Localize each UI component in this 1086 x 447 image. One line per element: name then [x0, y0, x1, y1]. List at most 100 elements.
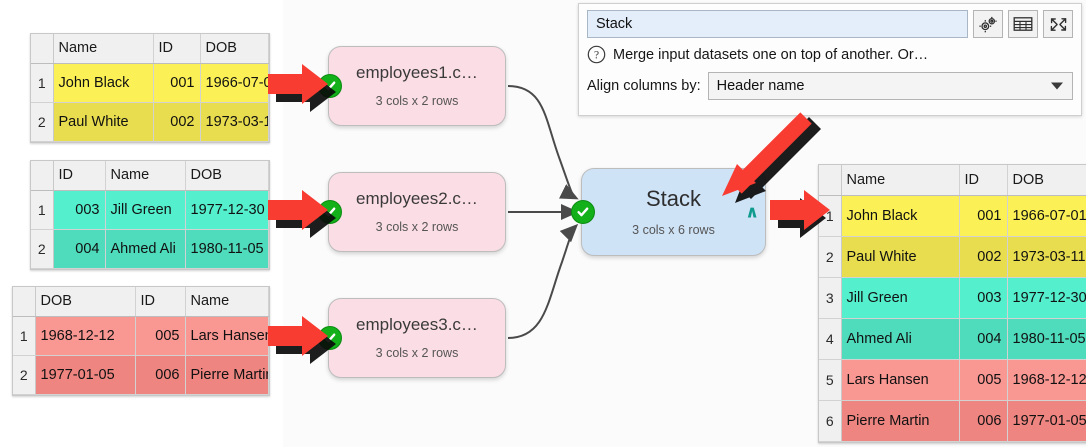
column-header[interactable]: Name [53, 34, 154, 64]
node-stack[interactable]: Stack 3 cols x 6 rows ∧ [571, 168, 766, 256]
cell-id[interactable]: 001 [153, 63, 201, 103]
node-employees3[interactable]: employees3.c… 3 cols x 2 rows [318, 298, 506, 378]
cell-dob[interactable]: 1977-01-05 [35, 355, 136, 395]
cell-name[interactable]: John Black [841, 195, 960, 237]
column-header[interactable]: Name [841, 165, 960, 196]
table-row[interactable]: 1 1968-12-12 005 Lars Hansen [13, 316, 269, 356]
node-title: employees2.c… [356, 189, 478, 209]
column-header[interactable]: DOB [185, 161, 269, 191]
panel-name-row: Stack [587, 10, 1073, 38]
row-number: 1 [31, 63, 54, 103]
table-header-row: Name ID DOB [819, 165, 1086, 196]
table-header-row: Name ID DOB [31, 34, 269, 64]
table-row[interactable]: 4 Ahmed Ali 004 1980-11-05 [819, 318, 1086, 360]
cell-dob[interactable]: 1980-11-05 [1007, 318, 1086, 360]
table-row[interactable]: 2 1977-01-05 006 Pierre Martin [13, 355, 269, 395]
row-number: 1 [819, 195, 842, 237]
row-number: 2 [819, 236, 842, 278]
cell-name[interactable]: Jill Green [841, 277, 960, 319]
expand-button[interactable] [1043, 10, 1073, 38]
table-row[interactable]: 1 John Black 001 1966-07-01 [819, 195, 1086, 237]
table-row[interactable]: 1 003 Jill Green 1977-12-30 [31, 190, 269, 230]
cell-id[interactable]: 005 [959, 359, 1008, 401]
cell-id[interactable]: 001 [959, 195, 1008, 237]
cell-dob[interactable]: 1968-12-12 [1007, 359, 1086, 401]
table-employees3[interactable]: DOB ID Name 1 1968-12-12 005 Lars Hansen… [12, 286, 270, 396]
table-grid-icon [1013, 17, 1033, 31]
cell-name[interactable]: Paul White [53, 102, 154, 142]
column-header[interactable]: Name [185, 287, 269, 317]
cell-dob[interactable]: 1977-01-05 [1007, 400, 1086, 442]
node-title: employees1.c… [356, 63, 478, 83]
cell-name[interactable]: Lars Hansen [841, 359, 960, 401]
cell-dob[interactable]: 1980-11-05 [185, 229, 269, 269]
question-mark-circle-icon[interactable]: ? [587, 45, 606, 64]
table-employees1[interactable]: Name ID DOB 1 John Black 001 1966-07-01 … [30, 33, 270, 143]
table-row[interactable]: 3 Jill Green 003 1977-12-30 [819, 277, 1086, 319]
cell-name[interactable]: John Black [53, 63, 154, 103]
row-number: 2 [31, 102, 54, 142]
cell-dob[interactable]: 1977-12-30 [1007, 277, 1086, 319]
cell-dob[interactable]: 1966-07-01 [1007, 195, 1086, 237]
panel-description-row: ? Merge input datasets one on top of ano… [587, 45, 1073, 64]
panel-description-text: Merge input datasets one on top of anoth… [613, 46, 929, 63]
node-subtitle: 3 cols x 2 rows [375, 219, 459, 234]
cell-id[interactable]: 005 [135, 316, 186, 356]
column-header[interactable]: DOB [200, 34, 269, 64]
column-header[interactable]: ID [153, 34, 201, 64]
cell-name[interactable]: Jill Green [105, 190, 186, 230]
node-employees1[interactable]: employees1.c… 3 cols x 2 rows [318, 46, 506, 126]
cell-dob[interactable]: 1966-07-01 [200, 63, 269, 103]
cell-id[interactable]: 003 [53, 190, 106, 230]
cell-name[interactable]: Paul White [841, 236, 960, 278]
row-number: 2 [13, 355, 36, 395]
align-columns-select[interactable]: Header name [707, 72, 1073, 100]
cell-dob[interactable]: 1973-03-11 [200, 102, 269, 142]
cell-name[interactable]: Pierre Martin [841, 400, 960, 442]
column-header[interactable]: ID [53, 161, 106, 191]
column-header[interactable]: DOB [35, 287, 136, 317]
status-ok-icon [571, 200, 595, 224]
cell-name[interactable]: Lars Hansen [185, 316, 269, 356]
table-row[interactable]: 5 Lars Hansen 005 1968-12-12 [819, 359, 1086, 401]
properties-panel: Stack [578, 3, 1082, 116]
chevron-down-icon [1051, 82, 1063, 90]
svg-text:?: ? [594, 50, 599, 62]
table-row[interactable]: 2 Paul White 002 1973-03-11 [31, 102, 269, 142]
table-row[interactable]: 1 John Black 001 1966-07-01 [31, 63, 269, 103]
cell-id[interactable]: 004 [53, 229, 106, 269]
node-subtitle: 3 cols x 2 rows [375, 345, 459, 360]
row-number: 4 [819, 318, 842, 360]
node-title: employees3.c… [356, 315, 478, 335]
table-employees2[interactable]: ID Name DOB 1 003 Jill Green 1977-12-30 … [30, 160, 270, 270]
column-header[interactable]: ID [959, 165, 1008, 196]
column-header[interactable]: ID [135, 287, 186, 317]
item-name-input[interactable]: Stack [587, 10, 968, 38]
row-number: 1 [31, 190, 54, 230]
row-number-header [31, 161, 54, 191]
row-number: 1 [13, 316, 36, 356]
cell-id[interactable]: 006 [135, 355, 186, 395]
table-row[interactable]: 2 004 Ahmed Ali 1980-11-05 [31, 229, 269, 269]
view-table-button[interactable] [1008, 10, 1038, 38]
cell-dob[interactable]: 1977-12-30 [185, 190, 269, 230]
cell-name[interactable]: Ahmed Ali [105, 229, 186, 269]
cell-name[interactable]: Pierre Martin [185, 355, 269, 395]
settings-button[interactable] [973, 10, 1003, 38]
cell-id[interactable]: 006 [959, 400, 1008, 442]
table-output[interactable]: Name ID DOB 1 John Black 001 1966-07-01 … [818, 164, 1086, 443]
column-header[interactable]: Name [105, 161, 186, 191]
column-header[interactable]: DOB [1007, 165, 1086, 196]
table-row[interactable]: 6 Pierre Martin 006 1977-01-05 [819, 400, 1086, 442]
table-row[interactable]: 2 Paul White 002 1973-03-11 [819, 236, 1086, 278]
row-number-header [819, 165, 842, 196]
node-output-connector-icon[interactable]: ∧ [745, 202, 759, 222]
cell-dob[interactable]: 1973-03-11 [1007, 236, 1086, 278]
cell-id[interactable]: 003 [959, 277, 1008, 319]
cell-id[interactable]: 002 [153, 102, 201, 142]
cell-id[interactable]: 002 [959, 236, 1008, 278]
cell-id[interactable]: 004 [959, 318, 1008, 360]
cell-name[interactable]: Ahmed Ali [841, 318, 960, 360]
cell-dob[interactable]: 1968-12-12 [35, 316, 136, 356]
node-employees2[interactable]: employees2.c… 3 cols x 2 rows [318, 172, 506, 252]
